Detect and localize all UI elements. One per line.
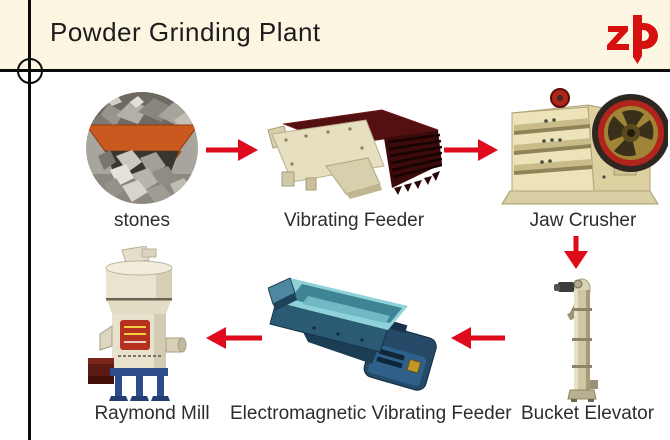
arrow-down-icon [564,236,588,274]
stones-photo [86,92,198,204]
stage-label-jaw-crusher: Jaw Crusher [529,210,637,231]
company-logo-icon [604,10,660,66]
stage-label-vibrating-feeder: Vibrating Feeder [283,210,425,231]
vertical-rule [28,0,31,440]
vibrating-feeder-photo [266,108,443,200]
page-title: Powder Grinding Plant [50,17,321,47]
raymond-mill-photo [82,245,198,404]
stage-label-electromagnetic-vibrating-feeder: Electromagnetic Vibrating Feeder [230,403,512,424]
arrow-left-icon [206,327,262,354]
arrow-right-icon [206,139,258,166]
horizontal-rule [0,69,670,72]
electromagnetic-vibrating-feeder-photo [267,266,448,396]
stage-label-stones: stones [114,210,170,231]
arrow-left-icon [451,327,505,354]
bucket-elevator-photo [552,270,608,402]
stage-label-bucket-elevator: Bucket Elevator [520,403,655,424]
header-band [0,0,670,69]
crosshair-registration-mark-icon [17,58,43,84]
jaw-crusher-photo [498,85,670,210]
stage-label-raymond-mill: Raymond Mill [94,403,210,424]
arrow-right-icon [444,139,498,166]
